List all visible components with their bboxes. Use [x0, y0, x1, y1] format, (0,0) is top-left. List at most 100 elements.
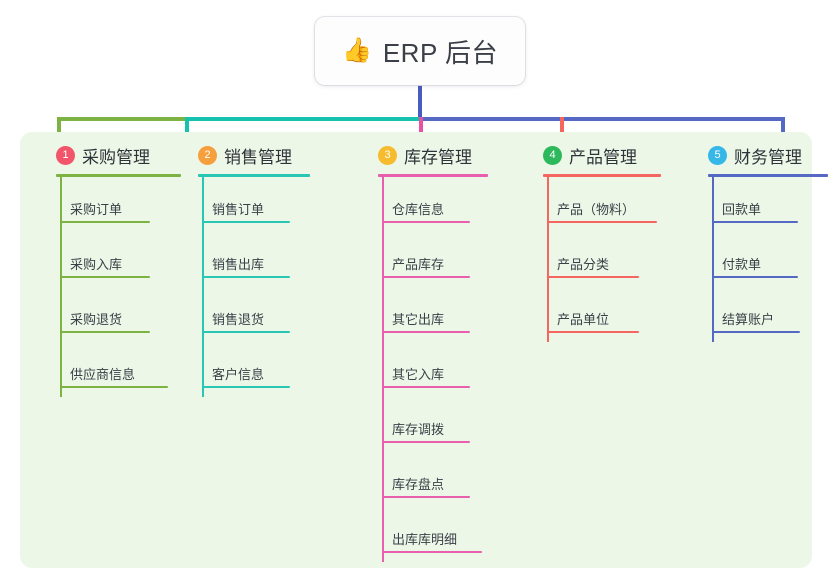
branch-items-3: 仓库信息产品库存其它出库其它入库库存调拨库存盘点出库库明细	[360, 177, 520, 562]
branch-item-label: 供应商信息	[70, 367, 136, 382]
list-item[interactable]: 采购退货	[38, 287, 198, 342]
list-item[interactable]: 销售退货	[180, 287, 340, 342]
list-item[interactable]: 产品库存	[360, 232, 520, 287]
branch-item-label: 采购订单	[70, 202, 123, 217]
list-item[interactable]: 其它入库	[360, 342, 520, 397]
branch-item-label: 产品库存	[392, 257, 445, 272]
branch-item-underline	[202, 276, 290, 278]
branch-title-4: 产品管理	[569, 147, 637, 167]
branch-item-label: 付款单	[722, 257, 762, 272]
branch-item-label: 仓库信息	[392, 202, 445, 217]
branch-column-1: 1 采购管理采购订单采购入库采购退货供应商信息	[38, 132, 198, 397]
root-node-content: 👍 ERP 后台	[342, 33, 498, 70]
branch-item-label: 产品单位	[557, 312, 610, 327]
branch-item-label: 其它入库	[392, 367, 445, 382]
branch-item-label: 库存调拨	[392, 422, 445, 437]
branch-item-label: 其它出库	[392, 312, 445, 327]
branch-item-label: 销售订单	[212, 202, 265, 217]
list-item[interactable]: 出库库明细	[360, 507, 520, 562]
branch-header-2[interactable]: 2 销售管理	[180, 132, 340, 178]
root-node-card[interactable]: 👍 ERP 后台	[315, 17, 525, 85]
branch-badge-3: 3	[378, 145, 397, 165]
branch-item-label: 采购入库	[70, 257, 123, 272]
list-item[interactable]: 结算账户	[690, 287, 839, 342]
branch-items-1: 采购订单采购入库采购退货供应商信息	[38, 177, 198, 397]
branch-badge-2: 2	[198, 145, 217, 165]
branch-badge-4: 4	[543, 145, 562, 165]
branch-item-underline	[382, 496, 470, 498]
list-item[interactable]: 产品单位	[525, 287, 685, 342]
branch-items-5: 回款单付款单结算账户	[690, 177, 839, 342]
branch-badge-1: 1	[56, 145, 75, 165]
branch-title-3: 库存管理	[404, 147, 472, 167]
branch-underline-2	[198, 174, 310, 177]
branch-item-label: 产品分类	[557, 257, 610, 272]
branch-item-label: 销售退货	[212, 312, 265, 327]
list-item[interactable]: 采购入库	[38, 232, 198, 287]
branch-spine-3	[382, 177, 384, 562]
branch-item-underline	[60, 331, 150, 333]
branch-item-underline	[202, 386, 290, 388]
list-item[interactable]: 产品分类	[525, 232, 685, 287]
branch-items-4: 产品（物料） 产品分类产品单位	[525, 177, 685, 342]
branch-underline-5	[708, 174, 828, 177]
branch-items-2: 销售订单销售出库销售退货客户信息	[180, 177, 340, 397]
branch-item-underline	[547, 221, 657, 223]
branch-item-underline	[60, 221, 150, 223]
list-item[interactable]: 仓库信息	[360, 177, 520, 232]
branch-item-underline	[712, 276, 798, 278]
branch-item-label: 出库库明细	[392, 532, 458, 547]
branch-item-underline	[382, 441, 470, 443]
branch-spine-4	[547, 177, 549, 342]
branch-column-2: 2 销售管理销售订单销售出库销售退货客户信息	[180, 132, 340, 397]
branch-item-underline	[382, 221, 470, 223]
branch-header-1[interactable]: 1 采购管理	[38, 132, 198, 178]
branch-spine-5	[712, 177, 714, 342]
branch-column-4: 4 产品管理产品（物料） 产品分类产品单位	[525, 132, 685, 342]
branch-header-4[interactable]: 4 产品管理	[525, 132, 685, 178]
list-item[interactable]: 其它出库	[360, 287, 520, 342]
branch-title-2: 销售管理	[224, 147, 292, 167]
branch-spine-2	[202, 177, 204, 397]
list-item[interactable]: 付款单	[690, 232, 839, 287]
list-item[interactable]: 采购订单	[38, 177, 198, 232]
branch-item-underline	[547, 276, 639, 278]
branch-header-3[interactable]: 3 库存管理	[360, 132, 520, 178]
branch-item-underline	[712, 221, 798, 223]
branch-badge-5: 5	[708, 145, 727, 165]
branch-item-underline	[60, 276, 150, 278]
branch-underline-1	[56, 174, 181, 177]
list-item[interactable]: 销售订单	[180, 177, 340, 232]
branches-panel	[20, 132, 812, 568]
list-item[interactable]: 供应商信息	[38, 342, 198, 397]
list-item[interactable]: 库存盘点	[360, 452, 520, 507]
branch-item-underline	[382, 551, 482, 553]
list-item[interactable]: 客户信息	[180, 342, 340, 397]
branch-title-1: 采购管理	[82, 147, 150, 167]
list-item[interactable]: 库存调拨	[360, 397, 520, 452]
branch-item-label: 结算账户	[722, 312, 775, 327]
branch-spine-1	[60, 177, 62, 397]
branch-item-label: 库存盘点	[392, 477, 445, 492]
branch-underline-4	[543, 174, 661, 177]
branch-column-3: 3 库存管理仓库信息产品库存其它出库其它入库库存调拨库存盘点出库库明细	[360, 132, 520, 562]
branch-item-label: 回款单	[722, 202, 762, 217]
list-item[interactable]: 回款单	[690, 177, 839, 232]
branch-item-underline	[382, 331, 470, 333]
list-item[interactable]: 产品（物料）	[525, 177, 685, 232]
root-node-title: ERP 后台	[382, 37, 499, 68]
branch-item-underline	[202, 221, 290, 223]
branch-item-label: 销售出库	[212, 257, 265, 272]
branch-item-underline	[712, 331, 800, 333]
branch-item-underline	[382, 276, 470, 278]
branch-item-underline	[60, 386, 168, 388]
branch-item-underline	[382, 386, 470, 388]
thumbs-up-emoji: 👍	[341, 37, 372, 64]
branch-item-underline	[202, 331, 290, 333]
list-item[interactable]: 销售出库	[180, 232, 340, 287]
branch-item-label: 客户信息	[212, 367, 265, 382]
